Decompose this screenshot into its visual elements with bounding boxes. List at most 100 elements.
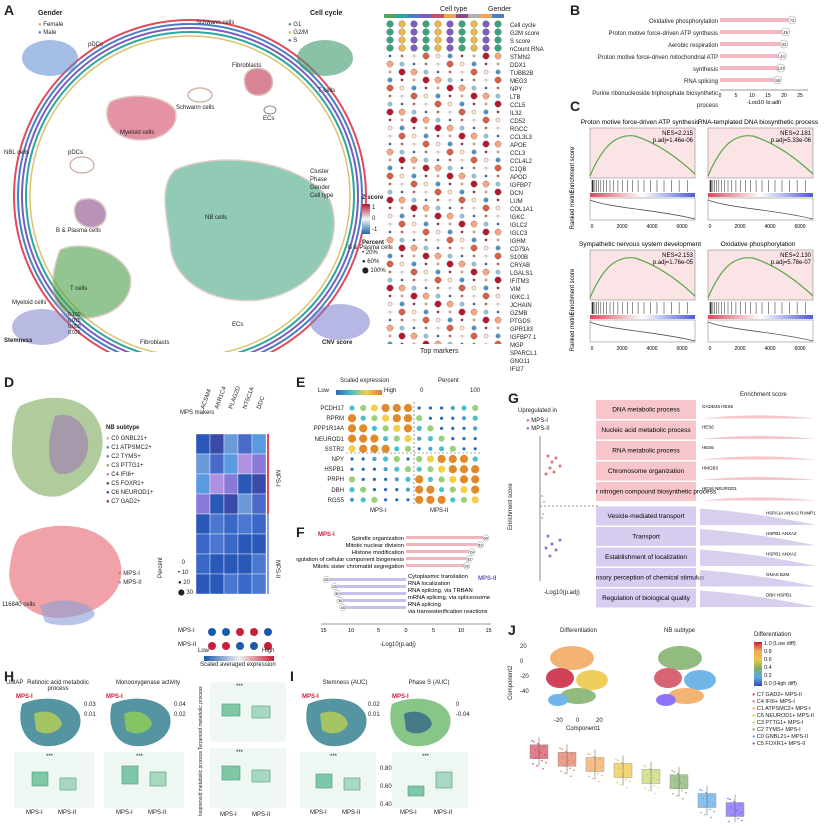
marker-dot <box>424 110 428 114</box>
marker-dot <box>470 20 478 28</box>
marker-dot <box>472 118 476 122</box>
g-genes-up: HES6 <box>702 445 714 450</box>
g-es-curve-down <box>700 508 816 525</box>
gsea-xtick: 6000 <box>676 224 687 230</box>
e-dot <box>471 465 480 474</box>
marker-dot <box>448 334 452 338</box>
dot-footer: Top markers <box>420 348 459 355</box>
dot-row-label: RGCC <box>510 127 528 133</box>
gsea-curve <box>707 135 814 177</box>
j-jitter <box>624 770 626 773</box>
h-sig-1: *** <box>46 754 54 760</box>
b-bar <box>720 30 786 34</box>
h-title-1: Retinoic acid metabolic process <box>27 680 89 692</box>
j-jitter <box>705 791 707 794</box>
marker-dot <box>434 164 442 172</box>
dot-row-label: CD52 <box>510 119 526 125</box>
gsea-metric-curve <box>707 199 814 220</box>
i-mps-label-2: MPS-I <box>392 694 409 700</box>
marker-dot <box>399 149 405 155</box>
g-legend-title: Upregulated in <box>518 408 558 414</box>
gsea-padj: p.adj=1.46e-06 <box>653 138 694 144</box>
dot-row-label: NPY <box>510 87 523 93</box>
e-gene-label: HSPB1 <box>324 467 344 474</box>
d-heat-cell <box>196 493 211 515</box>
j-jitter <box>703 805 705 808</box>
marker-dot <box>460 118 464 122</box>
dot-row-label: DCN <box>510 191 523 197</box>
marker-dot <box>388 318 392 322</box>
marker-dot <box>482 292 490 300</box>
marker-dot <box>398 284 406 292</box>
g-genes-down: HSPB1 ANXA2 <box>766 531 797 536</box>
g-es-curve-down <box>700 549 816 566</box>
marker-dot <box>471 261 477 267</box>
h-group-1b: MPS-II <box>58 810 77 816</box>
b-xlabel: -Log10 (p.adj) <box>747 100 781 104</box>
marker-dot <box>412 342 416 344</box>
marker-dot <box>424 326 428 330</box>
marker-dot <box>471 237 477 243</box>
e-dot <box>372 467 376 471</box>
marker-dot <box>496 238 500 242</box>
marker-dot <box>484 214 488 218</box>
pdcs-cluster <box>69 156 95 174</box>
marker-dot <box>388 142 392 146</box>
g-term-down: Establishment of localization <box>605 554 687 561</box>
dot-header-gender: Gender <box>488 6 512 13</box>
e-dot <box>427 466 434 473</box>
j-jitter <box>571 753 573 756</box>
dot-row-label: APOD <box>510 175 528 181</box>
gsea-title: Sympathetic nervous system development <box>579 241 701 248</box>
d-subtype-item: ● C6 NEUROD1+ <box>106 490 154 496</box>
marker-dot <box>447 341 453 344</box>
j-subtype-item: ● C7 GAD2+ MPS-II <box>752 692 802 698</box>
marker-dot <box>400 102 404 106</box>
marker-dot <box>386 172 394 180</box>
marker-dot <box>472 54 476 58</box>
marker-dot <box>495 117 501 123</box>
d-subtype-item: ● C7 GAD2+ <box>106 499 141 505</box>
e-dot <box>448 454 457 464</box>
j-jitter <box>597 772 599 775</box>
j-jitter <box>540 751 542 754</box>
f-mps2-label: MPS-II <box>478 576 497 582</box>
j-jitter <box>615 758 617 761</box>
e-dot <box>451 416 455 420</box>
j-xlabel: Component1 <box>566 726 601 732</box>
marker-dot <box>448 270 452 274</box>
d-scale-bar <box>204 656 274 661</box>
e-dot <box>348 476 356 483</box>
marker-dot <box>460 270 464 274</box>
marker-dot <box>412 142 416 146</box>
marker-dot <box>494 316 502 324</box>
h-sig-2: *** <box>136 754 144 760</box>
marker-dot <box>398 332 406 340</box>
marker-dot <box>410 20 418 28</box>
d-dot-mps2: MPS-II <box>178 642 197 648</box>
ring-label-nbl: NBL cells <box>4 150 30 156</box>
i-sig-1: *** <box>330 754 338 760</box>
g-term-box-up <box>596 420 696 440</box>
marker-dot <box>412 254 416 258</box>
j-jitter <box>671 769 673 772</box>
b-xtick: 20 <box>781 93 787 99</box>
j-jitter <box>673 770 675 773</box>
cluster-label-nb: NB cells <box>205 215 228 221</box>
marker-dot <box>446 324 454 332</box>
marker-dot <box>424 238 428 242</box>
e-dot <box>415 495 424 504</box>
marker-dot <box>388 158 392 162</box>
marker-dot <box>470 68 478 76</box>
marker-dot <box>471 149 477 155</box>
j-jitter <box>543 745 545 748</box>
marker-dot <box>483 245 489 251</box>
e-dot <box>460 486 468 494</box>
f-bar-down <box>342 606 406 609</box>
e-dot <box>473 447 477 451</box>
marker-dot <box>436 238 440 242</box>
marker-dot <box>446 300 454 308</box>
g-legend-mps1: ● MPS-I <box>526 418 548 424</box>
j-jitter <box>710 816 712 819</box>
b-count-text: 58 <box>775 78 781 83</box>
